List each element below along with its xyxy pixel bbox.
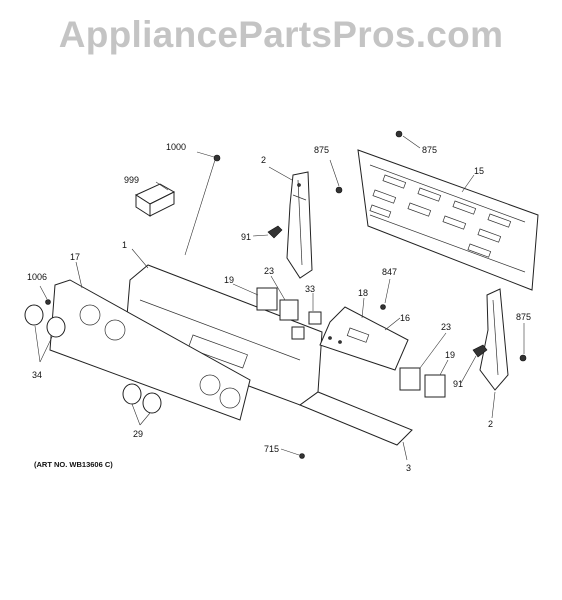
callout-29: 29: [133, 429, 143, 439]
block-999[interactable]: [134, 183, 176, 217]
callout-715: 715: [264, 444, 279, 454]
clip-91-right[interactable]: [472, 344, 488, 358]
callout-16: 16: [400, 313, 410, 323]
screw-847[interactable]: [380, 304, 386, 310]
clock-board-part[interactable]: [319, 306, 409, 371]
back-panel-part[interactable]: [357, 149, 539, 291]
watermark: AppliancePartsPros.com: [58, 14, 504, 55]
switch-23-left[interactable]: [279, 299, 299, 321]
switch-19-right[interactable]: [424, 374, 446, 398]
side-trim-left-part[interactable]: [286, 171, 313, 279]
switch-19-left[interactable]: [256, 287, 278, 311]
callout-91-left: 91: [241, 232, 251, 242]
callout-19-right: 19: [445, 350, 455, 360]
callout-847: 847: [382, 267, 397, 277]
callout-1: 1: [122, 240, 127, 250]
side-trim-right-part[interactable]: [479, 288, 509, 391]
callout-23-right: 23: [441, 322, 451, 332]
callout-1000: 1000: [166, 142, 186, 152]
switch-33[interactable]: [291, 311, 322, 340]
callout-18: 18: [358, 288, 368, 298]
callout-2-left: 2: [261, 155, 266, 165]
callout-91-right: 91: [453, 379, 463, 389]
clip-91-left[interactable]: [267, 225, 283, 239]
callout-875-right: 875: [516, 312, 531, 322]
callout-999: 999: [124, 175, 139, 185]
knob-1006-b[interactable]: [46, 316, 66, 338]
screw-875-left[interactable]: [335, 186, 343, 194]
screw-1006[interactable]: [45, 299, 51, 305]
callout-17: 17: [70, 252, 80, 262]
switch-23-right[interactable]: [399, 367, 421, 391]
callout-23-left: 23: [264, 266, 274, 276]
screw-1000[interactable]: [213, 154, 221, 162]
knob-29-b[interactable]: [142, 392, 162, 414]
knob-29-a[interactable]: [122, 383, 142, 405]
knob-1006-a[interactable]: [24, 304, 44, 326]
screw-715[interactable]: [299, 453, 305, 459]
callout-2-right: 2: [488, 419, 493, 429]
callout-3: 3: [406, 463, 411, 473]
callout-15: 15: [474, 166, 484, 176]
callout-1006: 1006: [27, 272, 47, 282]
screw-875-right[interactable]: [519, 354, 527, 362]
callout-34: 34: [32, 370, 42, 380]
callout-875-top: 875: [422, 145, 437, 155]
screw-875-top[interactable]: [395, 130, 421, 149]
leader-lines: [34, 151, 525, 461]
callout-875-left: 875: [314, 145, 329, 155]
callout-19-left: 19: [224, 275, 234, 285]
callout-33: 33: [305, 284, 315, 294]
art-number: (ART NO. WB13606 C): [34, 460, 113, 469]
